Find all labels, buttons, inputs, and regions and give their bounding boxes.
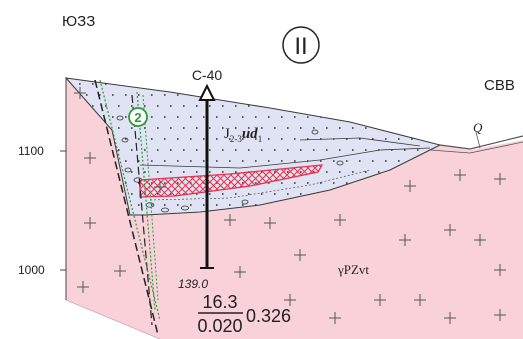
plus-mark — [154, 181, 166, 193]
plus-mark — [444, 224, 456, 236]
sample-value: 0.326 — [246, 306, 291, 326]
plus-mark — [284, 294, 296, 306]
fault-line — [94, 79, 159, 336]
zone-marker-circle — [128, 107, 148, 127]
plus-mark — [84, 152, 96, 164]
borehole-name: С-40 — [192, 67, 223, 83]
section-number: II — [294, 33, 307, 60]
plus-mark — [294, 249, 306, 261]
plus-mark — [444, 312, 456, 324]
block-front-edge — [65, 299, 161, 339]
section-number-circle — [282, 26, 320, 64]
direction-left: ЮЗЗ — [62, 13, 95, 30]
plus-mark — [74, 87, 86, 99]
plus-mark — [494, 264, 506, 276]
plus-mark — [77, 281, 89, 293]
plus-mark — [264, 217, 276, 229]
sample-numerator: 16.3 — [202, 292, 237, 312]
direction-right: СВВ — [484, 77, 515, 94]
plus-mark — [84, 217, 96, 229]
plus-mark — [454, 169, 466, 181]
quaternary-cover-base — [429, 141, 523, 154]
plus-mark — [399, 234, 411, 246]
bedding-line — [149, 169, 371, 201]
plus-mark — [334, 214, 346, 226]
fault-line — [131, 94, 153, 326]
plus-mark — [494, 309, 506, 321]
fault-zone-boundary — [99, 79, 161, 321]
basement-unit-label: γPZvt — [337, 262, 369, 277]
plus-mark — [114, 265, 126, 277]
plus-mark — [414, 294, 426, 306]
unit-label-q: Q — [473, 120, 483, 135]
elevation-label-1100: 1100 — [18, 144, 44, 158]
sediment-unit-label: J2-3ud1 — [224, 126, 262, 144]
borehole-collar-arrow — [198, 83, 216, 101]
quaternary-leader — [475, 131, 481, 149]
fault-zone-boundary — [136, 91, 156, 311]
elevation-label-1000: 1000 — [18, 263, 45, 277]
plus-mark — [329, 312, 341, 324]
plus-mark — [224, 214, 236, 226]
granite-plus-pattern — [74, 87, 506, 324]
bedding-line — [299, 137, 421, 147]
plus-mark — [374, 294, 386, 306]
plus-mark — [494, 173, 506, 185]
pebbles — [116, 115, 344, 213]
plus-mark — [404, 180, 416, 192]
sample-denominator: 0.020 — [197, 316, 242, 336]
plus-mark — [474, 234, 486, 246]
quaternary-cover — [439, 135, 523, 150]
borehole-depth: 139.0 — [178, 277, 208, 291]
zone-marker-label: 2 — [134, 110, 141, 125]
plus-mark — [234, 266, 246, 278]
